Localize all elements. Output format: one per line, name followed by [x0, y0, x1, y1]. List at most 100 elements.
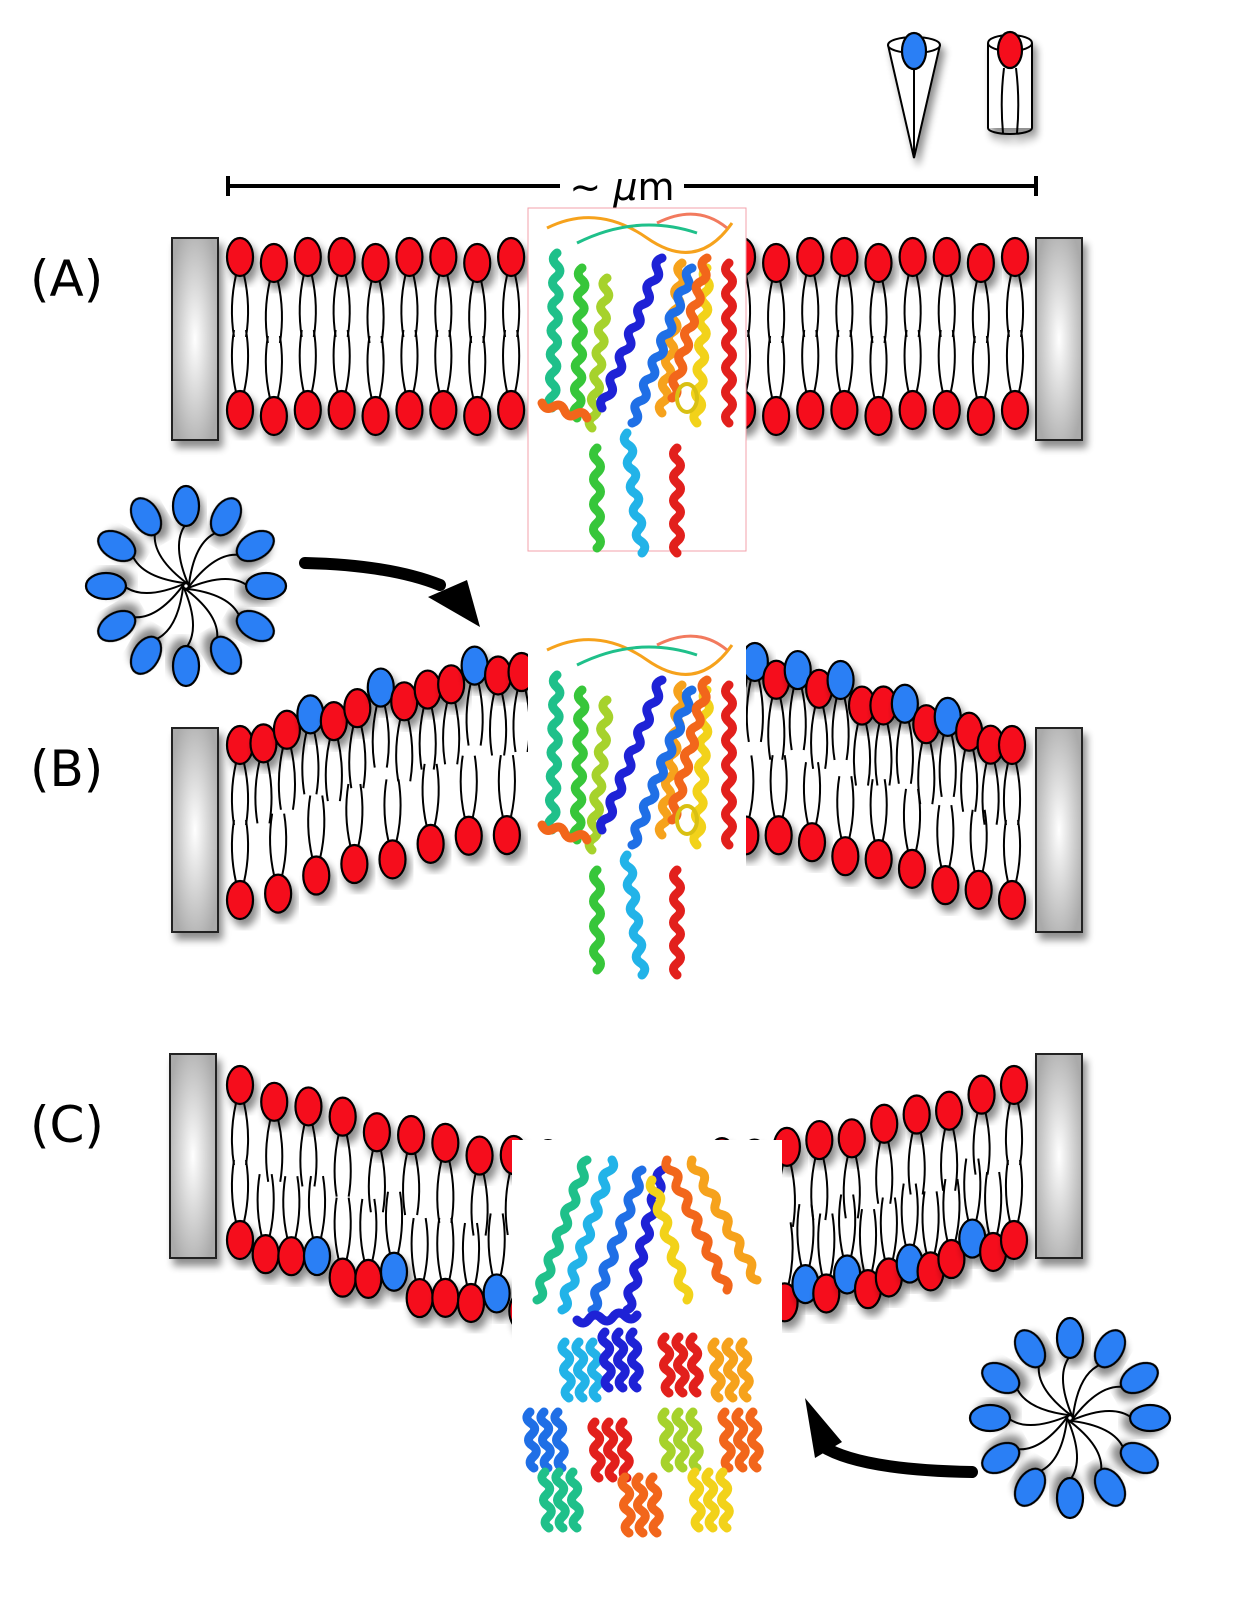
protein-helix [707, 1337, 726, 1403]
lipid-head [864, 395, 893, 437]
micelles [84, 484, 1172, 1520]
lipid-tail [835, 274, 854, 338]
lipid-head [260, 1081, 289, 1122]
cylindrical-lipid [864, 335, 893, 437]
lipid-head [897, 848, 927, 889]
support-wall-right [1035, 237, 1083, 441]
lipid-head [966, 395, 995, 437]
lipid-tail [123, 582, 187, 595]
lipid-head [225, 879, 255, 921]
protein-helix [619, 428, 650, 558]
lipid-head [870, 1103, 899, 1144]
lipid-head [964, 869, 993, 910]
protein-helix [657, 1407, 676, 1473]
protein-helix [615, 1417, 634, 1483]
lipid-tail [869, 778, 888, 842]
protein-helix [715, 1467, 734, 1533]
lipid-head [764, 815, 793, 856]
cylindrical-lipid [397, 1114, 426, 1216]
lipid-head [937, 1238, 966, 1280]
cylindrical-lipid [429, 236, 458, 338]
lipid-tail [131, 554, 188, 585]
cylindrical-lipid [225, 1159, 255, 1261]
lipid-tail [402, 1152, 421, 1216]
lipid-tail [442, 702, 461, 765]
lipid-head [405, 1277, 434, 1319]
conical-lipid-head [1093, 1329, 1127, 1369]
cylindrical-lipid [225, 236, 255, 338]
lipid-tail [895, 721, 914, 784]
cylindrical-lipid [272, 709, 302, 810]
protein-helix [627, 685, 697, 850]
arrowhead-icon [805, 1398, 842, 1458]
cylindrical-lipid [979, 1171, 1008, 1273]
protein-helix [587, 1417, 606, 1483]
cylindrical-lipid [902, 1094, 931, 1195]
lipid-head [431, 1277, 460, 1318]
protein-helix [565, 1467, 584, 1533]
lipid-tail [265, 1119, 284, 1182]
lipid-tail [1066, 1417, 1079, 1481]
lipid-tail [177, 523, 190, 587]
protein-helix [701, 1467, 720, 1533]
lipid-head [302, 855, 331, 896]
protein-helix [657, 1332, 676, 1398]
protein-loop [656, 634, 728, 652]
panel-label-a: (A) [30, 250, 103, 308]
cylindrical-lipid [830, 236, 859, 338]
lipid-tail [434, 274, 453, 338]
lipid-tail [333, 1197, 352, 1260]
lipid-head [898, 389, 927, 431]
conical-lipid-head [1013, 1467, 1047, 1507]
cylindrical-lipid [935, 1090, 964, 1191]
lipid-tail [410, 1217, 429, 1281]
lipid-tail [858, 1208, 878, 1272]
lipid-tail [269, 813, 288, 876]
cylindrical-lipid [225, 1064, 255, 1166]
conical-lipid-head [209, 635, 243, 675]
protein-helix [584, 273, 614, 433]
cylindrical-lipid [831, 776, 860, 877]
lipid-head [830, 236, 859, 278]
cylindrical-lipid [805, 1119, 834, 1221]
cylindrical-lipid [966, 335, 995, 437]
lipid-head [293, 389, 322, 431]
lipid-head [902, 1094, 931, 1135]
lipid-tail [264, 280, 283, 344]
support-wall-left [171, 237, 219, 441]
protein-helix [667, 675, 712, 825]
protein-helix [557, 1155, 619, 1315]
protein-helix [667, 253, 712, 403]
lipid-tail [767, 280, 786, 344]
lipid-tail [502, 329, 521, 393]
lipid-head [302, 1235, 332, 1277]
lipid-head [294, 1086, 323, 1127]
cylindrical-lipid [249, 723, 278, 824]
cylindrical-lipid [1000, 329, 1030, 431]
lipid-head [327, 389, 356, 431]
lipid-head [319, 701, 348, 742]
protein-helix [532, 1155, 592, 1305]
cylindrical-lipid [932, 329, 961, 431]
lipid-tail [1016, 1414, 1070, 1451]
lipid-head [343, 688, 372, 729]
support-wall-right [1035, 727, 1083, 933]
protein-helix [601, 1417, 620, 1483]
lipid-head [225, 236, 255, 278]
lipid-tail [230, 1102, 250, 1166]
lipid-head [463, 242, 492, 284]
conical-lipid-head [981, 1441, 1021, 1475]
cylindrical-lipid [847, 685, 877, 786]
lipid-head [390, 681, 419, 722]
lipid-tail [230, 329, 250, 393]
protein-helix [537, 398, 592, 423]
lipid-head [1000, 389, 1030, 431]
lipid-tail [332, 274, 351, 338]
lipid-head [837, 1118, 866, 1159]
protein-helix [522, 1407, 541, 1473]
lipid-tail [802, 762, 822, 825]
cylindrical-lipid [395, 329, 424, 431]
protein-helix [685, 1407, 704, 1473]
lipid-tail [810, 706, 829, 769]
lipid-head [296, 694, 325, 735]
